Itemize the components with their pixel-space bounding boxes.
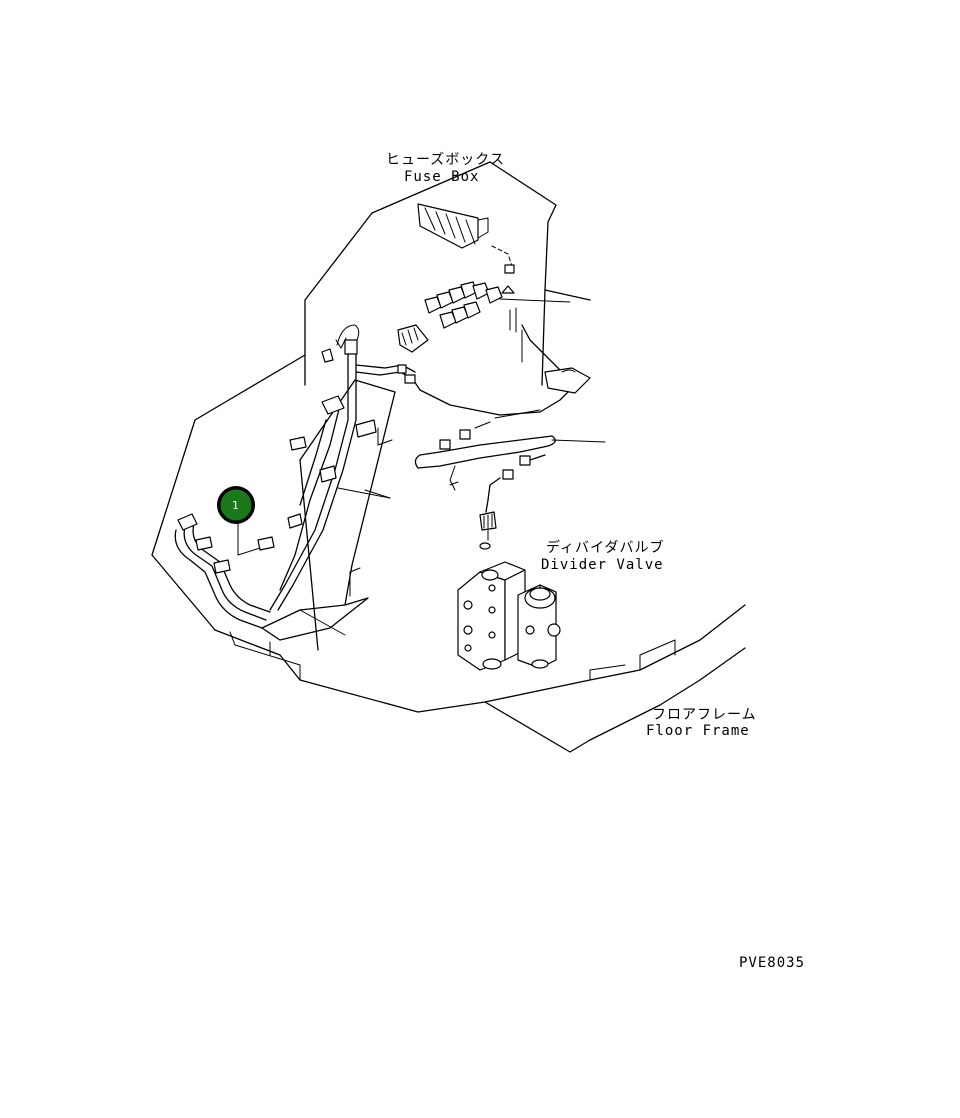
sensor-fitting xyxy=(479,511,497,550)
floor-frame xyxy=(229,604,746,753)
floor-frame-label-jp: フロアフレーム xyxy=(652,707,757,723)
callout-1-fill xyxy=(220,489,252,521)
leader-lines xyxy=(299,489,391,636)
connector-block xyxy=(321,324,429,363)
drawing-code: PVE8035 xyxy=(739,955,805,971)
cab-body-outline xyxy=(151,161,591,713)
callout-1: 1 xyxy=(217,486,255,524)
callout-1-number: 1 xyxy=(232,499,239,512)
branch-harness xyxy=(414,409,606,513)
left-harness-loop xyxy=(174,511,275,629)
fuse-box-label-en: Fuse Box xyxy=(404,169,479,185)
main-harness xyxy=(269,324,591,611)
divider-valve-label-jp: ディバイダバルブ xyxy=(546,539,664,556)
floor-frame-label-en: Floor Frame xyxy=(646,723,750,739)
divider-valve xyxy=(457,561,561,671)
fuse-box xyxy=(417,203,515,294)
relay-cluster xyxy=(424,281,571,363)
divider-valve-label-en: Divider Valve xyxy=(541,557,664,573)
harness-clamps xyxy=(287,395,391,529)
fuse-box-label-jp: ヒューズボックス xyxy=(386,152,505,168)
